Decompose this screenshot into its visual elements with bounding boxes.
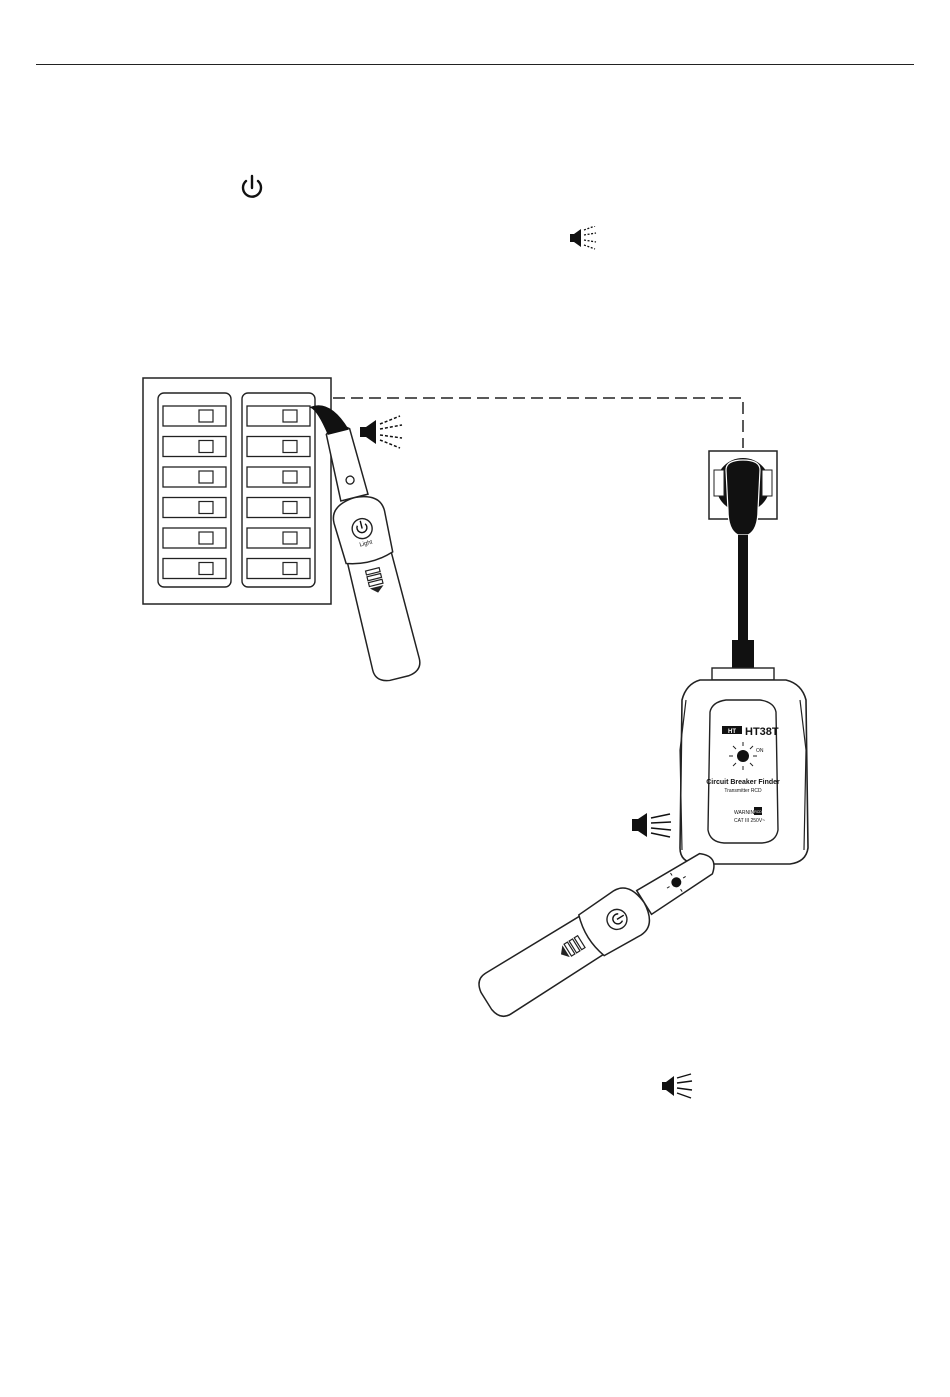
breaker-toggle: [199, 441, 213, 453]
breaker-toggle: [283, 441, 297, 453]
transmitter: HT HT38T ON Circuit Breaker Finder Trans…: [680, 668, 808, 864]
receiver-probe-lower: [473, 838, 727, 1023]
breaker-switch: [247, 498, 310, 518]
breaker-switch: [247, 437, 310, 457]
breaker-switch: [163, 559, 226, 579]
device-subtitle: Transmitter RCD: [724, 788, 762, 794]
breaker-toggle: [283, 502, 297, 514]
model-label: HT38T: [745, 726, 779, 738]
device-title: Circuit Breaker Finder: [706, 779, 780, 786]
breaker-toggle: [283, 471, 297, 483]
breaker-switch: [163, 406, 226, 426]
breaker-toggle: [199, 502, 213, 514]
breaker-toggle: [283, 563, 297, 575]
breaker-switch: [247, 406, 310, 426]
breaker-switch: [247, 467, 310, 487]
breaker-switch: [163, 437, 226, 457]
breaker-panel: [143, 378, 331, 604]
trip-label: CAT III 250V~: [734, 818, 765, 824]
breaker-toggle: [199, 563, 213, 575]
breaker-toggle: [283, 532, 297, 544]
breaker-toggle: [283, 410, 297, 422]
breaker-switch: [163, 467, 226, 487]
breaker-switch: [247, 559, 310, 579]
circuit-wire: [333, 398, 743, 448]
speaker-icon: [360, 416, 402, 448]
brand-label: HT: [728, 729, 736, 735]
breaker-switch: [163, 498, 226, 518]
breaker-toggle: [199, 471, 213, 483]
breaker-toggle: [199, 410, 213, 422]
breaker-switch: [163, 528, 226, 548]
wall-socket: [709, 451, 777, 670]
indicator-label: ON: [756, 748, 764, 754]
breaker-toggle: [199, 532, 213, 544]
speaker-icon: [632, 813, 671, 837]
rcd-label: RCD: [754, 810, 762, 814]
breaker-switch: [247, 528, 310, 548]
